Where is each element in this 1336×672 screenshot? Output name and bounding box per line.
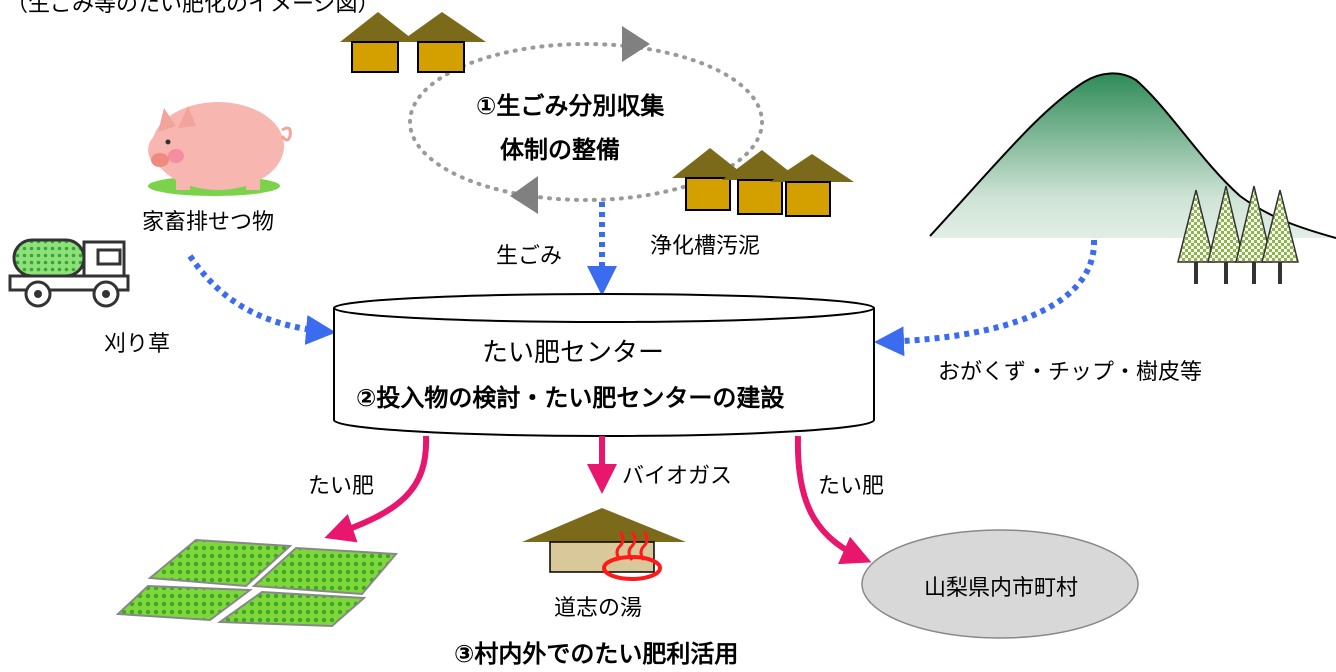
onsen-icon [522,508,686,581]
label-compost-right: たい肥 [818,474,885,499]
arrow-wood [874,239,1098,357]
houses-top-icon [340,12,486,73]
collection-title-line1: ①生ごみ分別収集 [476,92,665,120]
collection-cycle-ring [408,42,764,202]
label-municipalities: 山梨県内市町村 [924,576,1079,601]
compost-center-cylinder [333,293,875,437]
trees-icon [1177,185,1299,284]
arrow-compost-left [324,435,430,543]
label-septic-sludge: 浄化槽汚泥 [650,234,761,259]
arrow-livestock [187,254,336,345]
label-livestock: 家畜排せつ物 [142,210,275,235]
center-name: たい肥センター [482,338,665,368]
label-wood: おがくず・チップ・樹皮等 [938,360,1203,385]
label-compost-left: たい肥 [308,474,375,499]
cycle-arrow-right [622,26,650,62]
tank-truck-icon [8,238,130,308]
cycle-arrow-left [510,176,538,214]
mountain-icon [929,72,1336,308]
header-fragment: （生ごみ等のたい肥化のイメージ図） [6,0,380,17]
footer-task: ③村内外でのたい肥利活用 [454,640,739,668]
label-onsen: 道志の湯 [554,596,643,621]
fields-icon [115,538,399,628]
label-grass: 刈り草 [104,332,171,357]
center-task: ②投入物の検討・たい肥センターの建設 [356,384,785,412]
label-biogas: バイオガス [622,464,733,489]
collection-title-line2: 体制の整備 [500,136,620,164]
arrow-compost-right [794,435,872,565]
municipalities-ellipse [861,529,1139,639]
houses-septic-icon [672,148,854,217]
pig-icon [148,102,292,196]
label-food-waste: 生ごみ [496,244,563,269]
